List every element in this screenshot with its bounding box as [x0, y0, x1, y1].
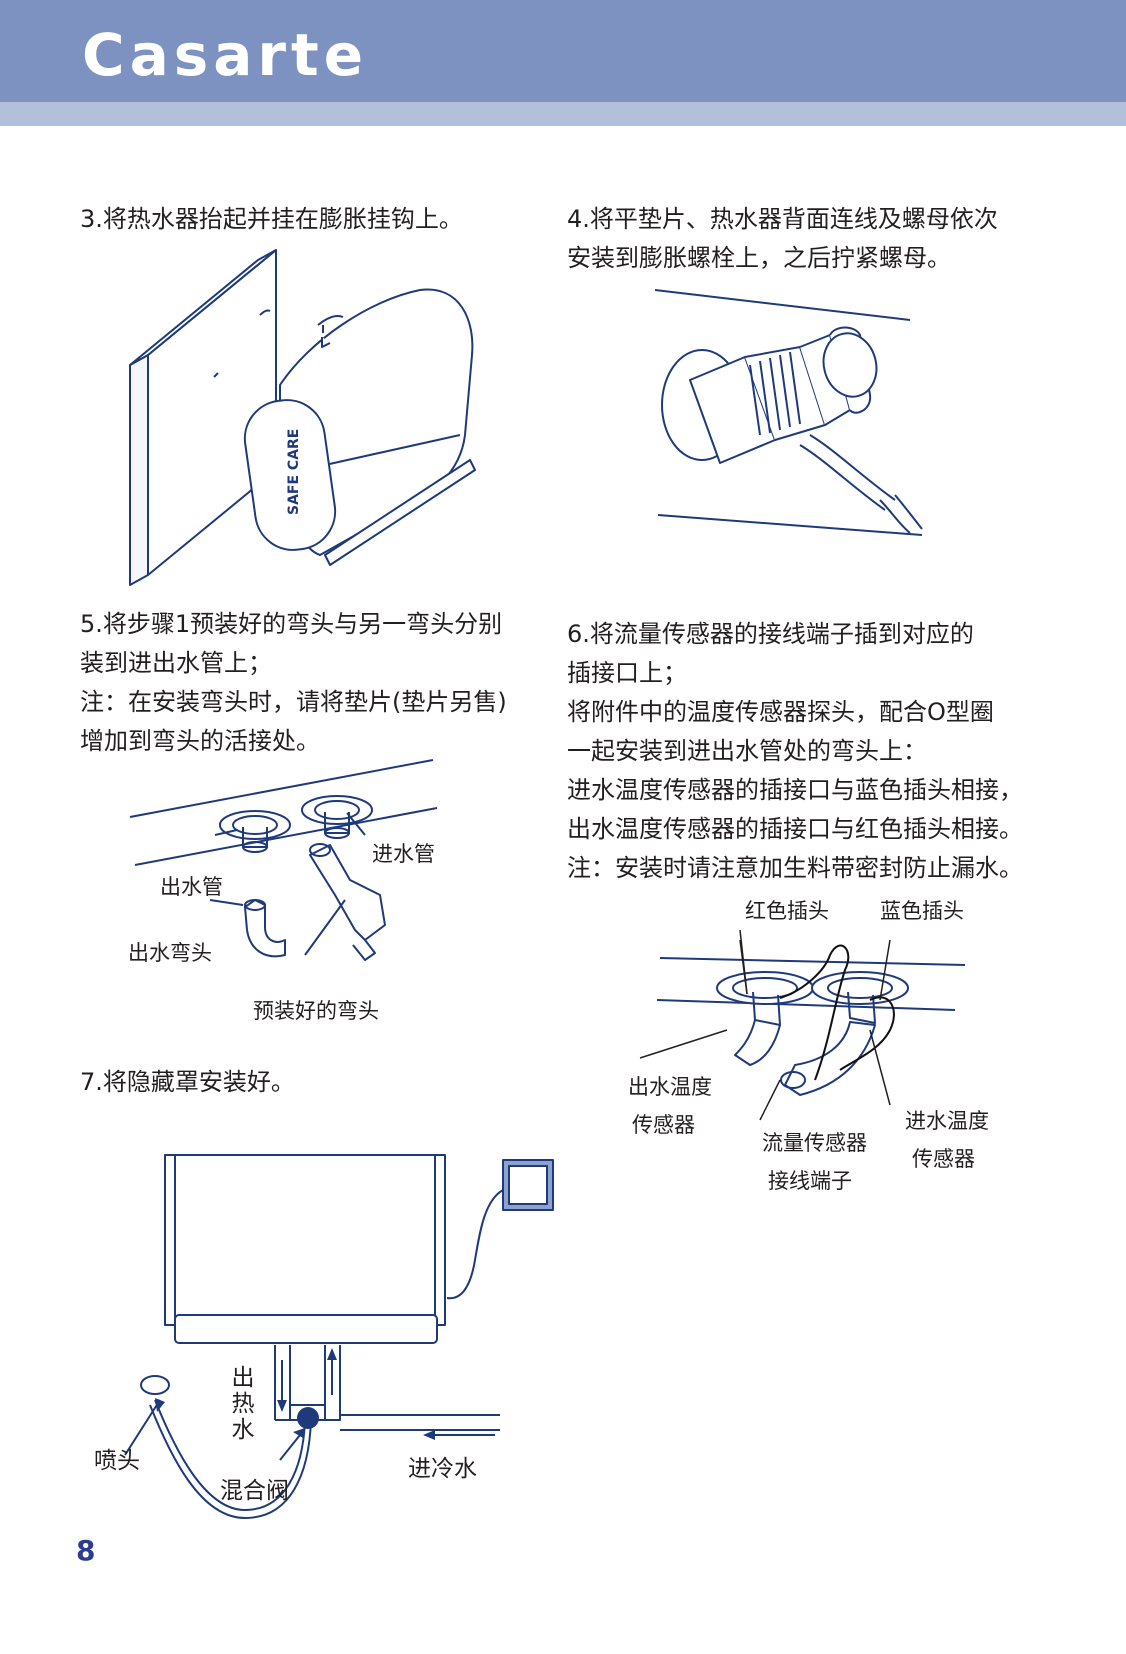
- step5-line: 装到进出水管上；: [80, 649, 272, 677]
- step6-line: 注：安装时请注意加生料带密封防止漏水。: [567, 854, 1023, 882]
- label-flow-sensor-line1: 流量传感器: [762, 1131, 867, 1155]
- step6-line: 6.将流量传感器的接线端子插到对应的: [567, 620, 974, 648]
- brand-logo: Casarte: [82, 21, 369, 89]
- label-shower-head: 喷头: [94, 1448, 140, 1474]
- figure7-hidden-cover: [124, 1154, 554, 1519]
- label-flow-sensor-line2: 接线端子: [768, 1169, 852, 1193]
- label-blue-plug: 蓝色插头: [880, 899, 964, 923]
- figure6-sensors: [639, 929, 966, 1121]
- step7-line: 7.将隐藏罩安装好。: [80, 1068, 295, 1096]
- step6-line: 出水温度传感器的插接口与红色插头相接。: [567, 815, 1023, 843]
- label-outlet-pipe: 出水管: [160, 875, 223, 899]
- label-inlet-pipe: 进水管: [372, 842, 435, 866]
- label-mixing-valve: 混合阀: [220, 1478, 289, 1504]
- label-outlet-temp-sensor-line2: 传感器: [632, 1113, 695, 1137]
- label-cold-water-in: 进冷水: [408, 1456, 477, 1482]
- step4-line: 安装到膨胀螺栓上，之后拧紧螺母。: [567, 244, 951, 272]
- step5-line: 5.将步骤1预装好的弯头与另一弯头分别: [80, 610, 503, 638]
- label-preassembled-elbow: 预装好的弯头: [253, 999, 379, 1023]
- figure4-bolt-assembly: [654, 289, 923, 536]
- step6-line: 进水温度传感器的插接口与蓝色插头相接，: [567, 776, 1023, 804]
- step5-line: 增加到弯头的活接处。: [80, 727, 320, 755]
- label-inlet-temp-sensor-line1: 进水温度: [905, 1109, 989, 1133]
- figure3-heater-on-wall: SAFE CARE: [129, 249, 476, 586]
- step5-line: 注：在安装弯头时，请将垫片(垫片另售): [80, 688, 507, 716]
- step4-line: 4.将平垫片、热水器背面连线及螺母依次: [567, 205, 998, 233]
- label-outlet-elbow: 出水弯头: [128, 941, 212, 965]
- header-stripe: [0, 102, 1126, 126]
- heater-logo: SAFE CARE: [286, 429, 302, 515]
- step3-line: 3.将热水器抬起并挂在膨胀挂钩上。: [80, 205, 463, 233]
- label-red-plug: 红色插头: [745, 899, 829, 923]
- page-number: 8: [76, 1534, 96, 1567]
- step6-line: 将附件中的温度传感器探头，配合O型圈: [567, 698, 994, 726]
- label-hot-water-out: 出 热 水: [231, 1365, 255, 1443]
- figure5-elbows: [129, 759, 438, 961]
- label-outlet-temp-sensor-line1: 出水温度: [628, 1075, 712, 1099]
- label-inlet-temp-sensor-line2: 传感器: [912, 1147, 975, 1171]
- header-band: [0, 0, 1126, 102]
- step6-line: 一起安装到进出水管处的弯头上：: [567, 737, 927, 765]
- step6-line: 插接口上；: [567, 659, 687, 687]
